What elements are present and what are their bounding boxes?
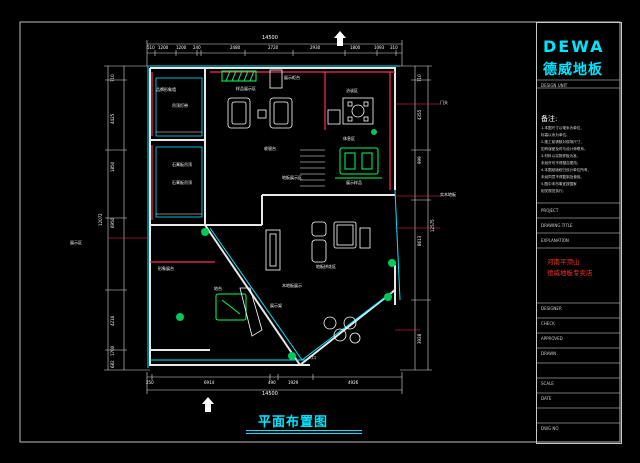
room-label: 木地板展示 — [282, 283, 302, 288]
row-explanation: EXPLANATION — [541, 238, 569, 243]
dim-top-seg: 1200 — [176, 45, 187, 50]
notes-line: 3.材料以实物样板为准， — [541, 154, 581, 158]
room-label: 石膏板吊顶 — [172, 162, 192, 167]
dim-left-seg: 1850 — [110, 161, 115, 172]
dim-right-seg: 4355 — [417, 109, 422, 120]
dim-bottom-seg: 490 — [268, 380, 276, 385]
dim-left-seg: 682 — [110, 360, 115, 368]
dim-top-seg: 2930 — [310, 45, 321, 50]
room-label: 展示柜台 — [284, 75, 300, 80]
dim-left-seg: 4425 — [110, 113, 115, 124]
dim-top-seg: 1800 — [350, 45, 361, 50]
notes-line: 5.图中未尽事宜按国家 — [541, 182, 577, 186]
notes-line: 标高以米为单位。 — [541, 133, 570, 137]
row-dwg-no: DWG NO — [541, 426, 559, 431]
room-label: 样品展示区 — [236, 86, 256, 91]
room-label: 休息区 — [343, 136, 355, 141]
row-designer: DESIGNER — [541, 306, 562, 311]
dim-bottom-total: 14500 — [262, 391, 278, 397]
dim-right-seg: 710 — [417, 74, 422, 82]
dim-top-seg: 1200 — [158, 45, 169, 50]
dim-left-seg: 1700 — [110, 345, 115, 356]
notes-line: 未经同意不得复制及使用。 — [541, 175, 585, 179]
dim-top-seg: 1093 — [374, 45, 385, 50]
room-label: 展示架 — [270, 303, 282, 308]
dim-right-seg: 999 — [417, 156, 422, 164]
room-label: 门头 — [440, 100, 448, 105]
brand-logo-text: DEWA — [543, 37, 605, 56]
dim-top-seg: 310 — [390, 45, 398, 50]
dim-right-seg: 12575 — [430, 219, 435, 232]
notes-line: 4.本图纸版权归设计单位所有， — [541, 168, 592, 172]
room-label: 洽谈区 — [346, 88, 358, 93]
dim-left-seg: 12072 — [98, 213, 103, 226]
notes-line: 未经许可不得擅自更改。 — [541, 161, 581, 165]
dim-left-seg: 4216 — [110, 315, 115, 326]
room-label: 地台 — [214, 286, 222, 291]
drawing-title: 平面布置图 — [258, 415, 329, 430]
notes-line: 相关规范执行。 — [541, 189, 567, 193]
row-drawn: DRAWN — [541, 351, 557, 356]
dim-top-seg: 240 — [193, 45, 201, 50]
brand-logo-chinese: 德威地板 — [543, 62, 603, 78]
title-underline — [246, 430, 362, 431]
dim-top-seg: 510 — [147, 45, 155, 50]
row-project: PROJECT — [541, 208, 559, 213]
room-label: 品牌形象墙 — [156, 87, 176, 92]
room-label: 收银台 — [264, 146, 276, 151]
row-check: CHECK — [541, 321, 555, 326]
row-drawing-title: DRAWING TITLE — [541, 223, 573, 228]
notes-line: 如有误差及时与设计师联系。 — [541, 147, 588, 151]
title-block: DEWA 德威地板 DESIGN UNIT 备注: 1.本图尺寸以毫米为单位， … — [536, 22, 622, 444]
project-name: 河南平顶山 — [547, 258, 580, 266]
dim-top-seg: 2720 — [268, 45, 279, 50]
notes-line: 1.本图尺寸以毫米为单位， — [541, 126, 584, 130]
dim-left-seg: 710 — [110, 74, 115, 82]
dim-right-seg: 8613 — [417, 235, 422, 246]
row-approved: APPROVED — [541, 336, 563, 341]
dim-bottom-seg: 1929 — [288, 380, 299, 385]
title-underline — [246, 433, 362, 434]
design-unit-label: DESIGN UNIT — [541, 83, 568, 88]
room-label: 地板展示区 — [282, 175, 302, 180]
room-label: 形象展台 — [158, 266, 174, 271]
room-label: 入口 — [308, 355, 316, 360]
room-label: 石膏板吊顶 — [172, 180, 192, 185]
room-label: 展示样品 — [346, 180, 362, 185]
project-name: 德威地板专卖店 — [547, 269, 593, 277]
notes-title: 备注: — [541, 115, 558, 123]
room-label: 地板拼花区 — [316, 264, 336, 269]
dim-top-seg: 2480 — [230, 45, 241, 50]
row-scale: SCALE — [541, 381, 554, 386]
room-label: 吊顶灯带 — [172, 103, 188, 108]
notes-line: 2.施工前请核对现场尺寸， — [541, 140, 584, 144]
dim-bottom-seg: 4926 — [348, 380, 359, 385]
row-date: DATE — [541, 396, 552, 401]
room-label: 实木地板 — [440, 192, 456, 197]
dim-left-seg: 6950 — [110, 217, 115, 228]
room-label: 展示区 — [70, 240, 82, 245]
dim-right-seg: 3928 — [417, 333, 422, 344]
dim-bottom-seg: 6914 — [204, 380, 215, 385]
dim-bottom-seg: 250 — [146, 380, 154, 385]
dim-top-total: 14500 — [262, 35, 278, 41]
